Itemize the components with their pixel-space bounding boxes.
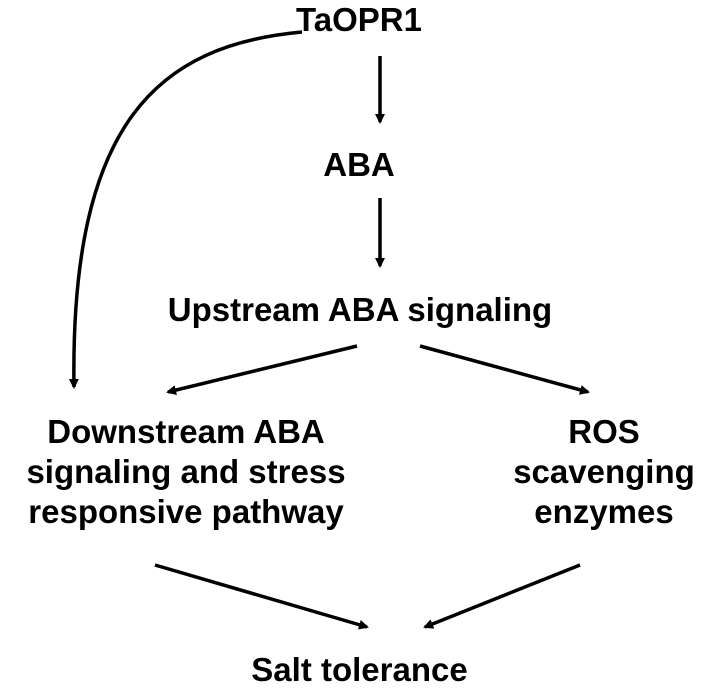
- node-upstream-label: Upstream ABA signaling: [167, 291, 553, 328]
- node-upstream-aba-signaling: Upstream ABA signaling: [130, 290, 590, 330]
- arrow-upstream-to-ros: [419, 344, 590, 395]
- node-downstream-aba-signaling: Downstream ABA signaling and stress resp…: [0, 412, 372, 532]
- arrow-downstream-to-salt: [154, 563, 369, 630]
- arrow-upstream-to-downstream: [166, 344, 358, 395]
- node-ros-line-1: ROS: [568, 413, 640, 450]
- node-aba: ABA: [309, 145, 409, 185]
- arrow-taopr1-to-downstream: [68, 30, 303, 389]
- node-aba-label: ABA: [323, 146, 395, 183]
- node-taopr1-label: TaOPR1: [296, 1, 422, 38]
- node-downstream-line-3: responsive pathway: [28, 493, 344, 530]
- node-ros-line-2: scavenging: [513, 453, 695, 490]
- node-downstream-line-2: signaling and stress: [26, 453, 346, 490]
- node-salt-tolerance: Salt tolerance: [229, 650, 490, 690]
- node-ros-line-3: enzymes: [534, 493, 674, 530]
- node-taopr1: TaOPR1: [259, 0, 459, 40]
- node-salt-label: Salt tolerance: [251, 651, 468, 688]
- node-ros-scavenging-enzymes: ROS scavenging enzymes: [489, 412, 719, 532]
- arrow-ros-to-salt: [423, 563, 581, 629]
- node-downstream-line-1: Downstream ABA: [47, 413, 325, 450]
